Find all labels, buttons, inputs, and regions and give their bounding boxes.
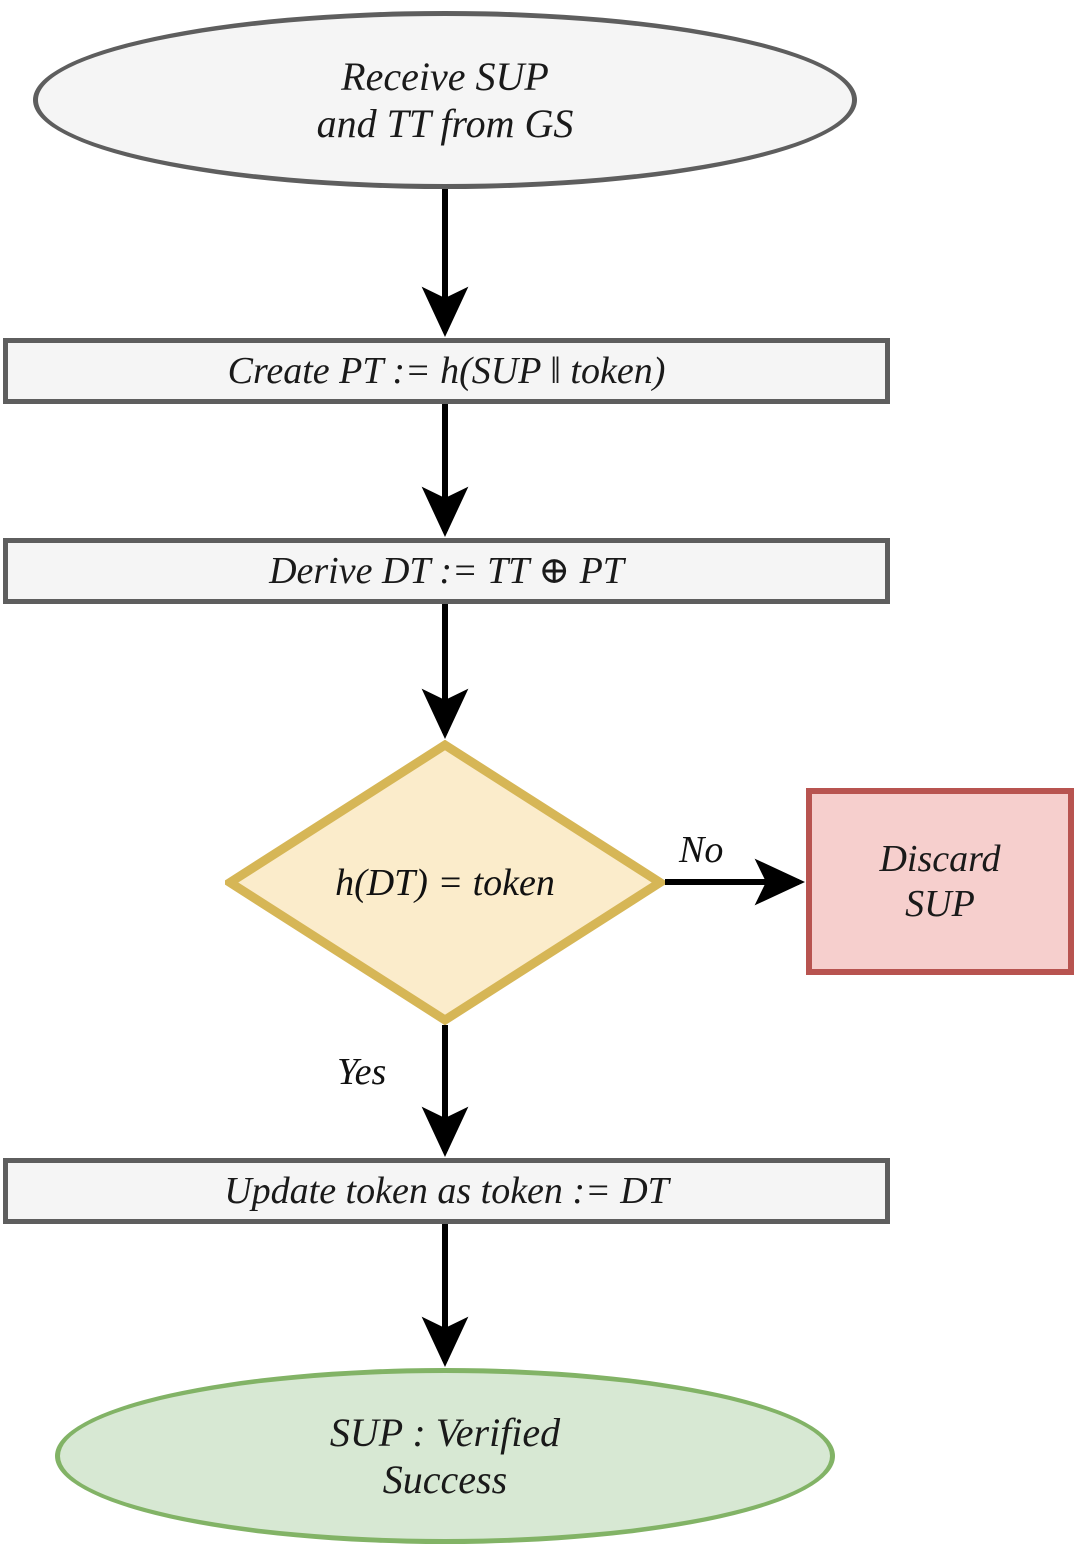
node-discard-sup: Discard SUP bbox=[806, 788, 1074, 975]
node-derive-dt: Derive DT := TT ⊕ PT bbox=[3, 538, 890, 604]
node-end-sup-verified-success: SUP : Verified Success bbox=[55, 1368, 835, 1544]
diamond-shape bbox=[225, 740, 665, 1025]
edge-label-yes: Yes bbox=[337, 1051, 387, 1093]
node-update-token: Update token as token := DT bbox=[3, 1158, 890, 1224]
node-start-receive-sup: Receive SUP and TT from GS bbox=[33, 11, 857, 189]
edge-label-no: No bbox=[679, 829, 724, 871]
node-decision-hdt-equals-token: h(DT) = token bbox=[225, 740, 665, 1025]
node-create-pt: Create PT := h(SUP ‖ token) bbox=[3, 338, 890, 404]
